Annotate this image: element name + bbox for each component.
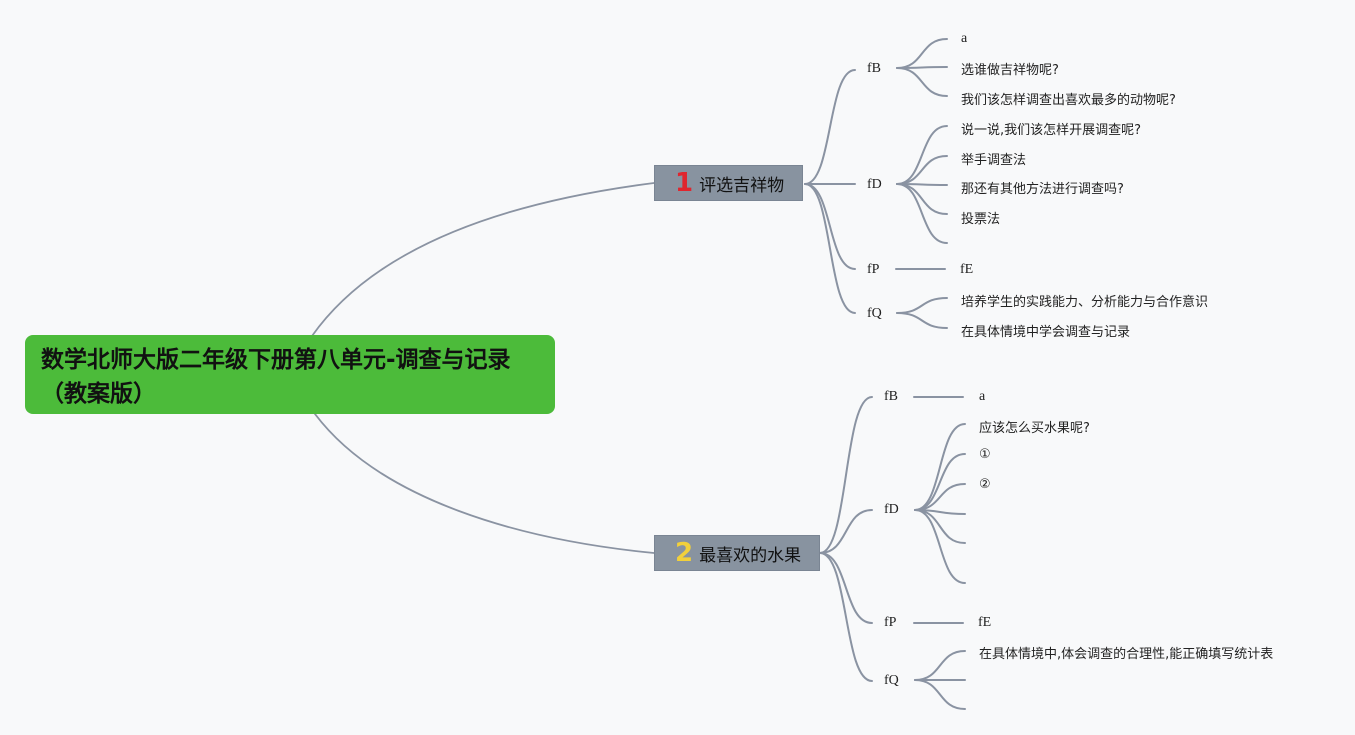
sub-leaf-connector — [896, 183, 948, 244]
topic-sub-connector — [804, 183, 856, 314]
topic-sub-connector — [819, 396, 873, 554]
topic-sub-connector — [819, 509, 873, 554]
topic-label: 最喜欢的水果 — [699, 545, 802, 566]
root-node[interactable]: 数学北师大版二年级下册第八单元-调查与记录 （教案版） — [25, 335, 555, 414]
topic-node-1[interactable]: 1 评选吉祥物 — [654, 165, 803, 201]
leaf-node[interactable]: fE — [960, 262, 974, 277]
subtopic-label[interactable]: fQ — [867, 306, 882, 321]
root-subtitle: （教案版） — [41, 381, 156, 407]
leaf-node[interactable]: 选谁做吉祥物呢? — [961, 63, 1059, 78]
subtopic-label[interactable]: fP — [884, 615, 897, 630]
sub-leaf-connector — [914, 483, 966, 511]
leaf-node[interactable]: 在具体情境中,体会调查的合理性,能正确填写统计表 — [979, 647, 1274, 662]
sub-leaf-connector — [914, 650, 966, 681]
sub-leaf-connector — [896, 183, 948, 215]
topic-sub-connector — [819, 552, 873, 624]
sub-leaf-connector — [896, 67, 948, 97]
topic-label: 评选吉祥物 — [699, 175, 785, 196]
sub-leaf-connector — [896, 38, 948, 69]
root-topic-connector — [314, 413, 655, 554]
subtopic-label[interactable]: fD — [884, 502, 899, 517]
number-badge: 2 — [675, 538, 694, 568]
leaf-node[interactable]: 应该怎么买水果呢? — [979, 421, 1090, 436]
leaf-node[interactable]: 培养学生的实践能力、分析能力与合作意识 — [961, 295, 1209, 310]
leaf-node[interactable]: 在具体情境中学会调查与记录 — [961, 325, 1131, 340]
leaf-node[interactable]: 我们该怎样调查出喜欢最多的动物呢? — [961, 93, 1176, 108]
number-badge: 1 — [675, 168, 694, 198]
sub-leaf-connector — [896, 312, 948, 329]
sub-leaf-connector — [896, 155, 948, 185]
sub-leaf-connector — [896, 125, 948, 185]
leaf-node[interactable]: 举手调查法 — [961, 153, 1027, 168]
root-topic-connector — [311, 182, 655, 337]
sub-leaf-connector — [914, 453, 966, 511]
leaf-node[interactable]: 投票法 — [961, 212, 1001, 227]
topic-sub-connector — [804, 183, 856, 270]
sub-leaf-connector — [914, 423, 966, 511]
leaf-node[interactable]: fE — [978, 615, 992, 630]
subtopic-label[interactable]: fB — [867, 61, 881, 76]
subtopic-label[interactable]: fQ — [884, 673, 899, 688]
topic-node-2[interactable]: 2 最喜欢的水果 — [654, 535, 820, 571]
leaf-node[interactable]: a — [961, 31, 968, 46]
root-title: 数学北师大版二年级下册第八单元-调查与记录 — [41, 347, 511, 373]
leaf-node[interactable]: 那还有其他方法进行调查吗? — [961, 182, 1124, 197]
sub-leaf-connector — [914, 679, 966, 710]
leaf-node[interactable]: ② — [979, 477, 991, 492]
sub-leaf-connector — [914, 509, 966, 584]
subtopic-label[interactable]: fP — [867, 262, 880, 277]
subtopic-label[interactable]: fD — [867, 177, 882, 192]
sub-leaf-connector — [896, 297, 948, 314]
subtopic-label[interactable]: fB — [884, 389, 898, 404]
topic-sub-connector — [804, 69, 856, 185]
leaf-node[interactable]: a — [979, 389, 986, 404]
sub-leaf-connector — [914, 509, 966, 544]
leaf-node[interactable]: ① — [979, 447, 991, 462]
topic-sub-connector — [819, 552, 873, 682]
leaf-node[interactable]: 说一说,我们该怎样开展调查呢? — [961, 123, 1142, 138]
